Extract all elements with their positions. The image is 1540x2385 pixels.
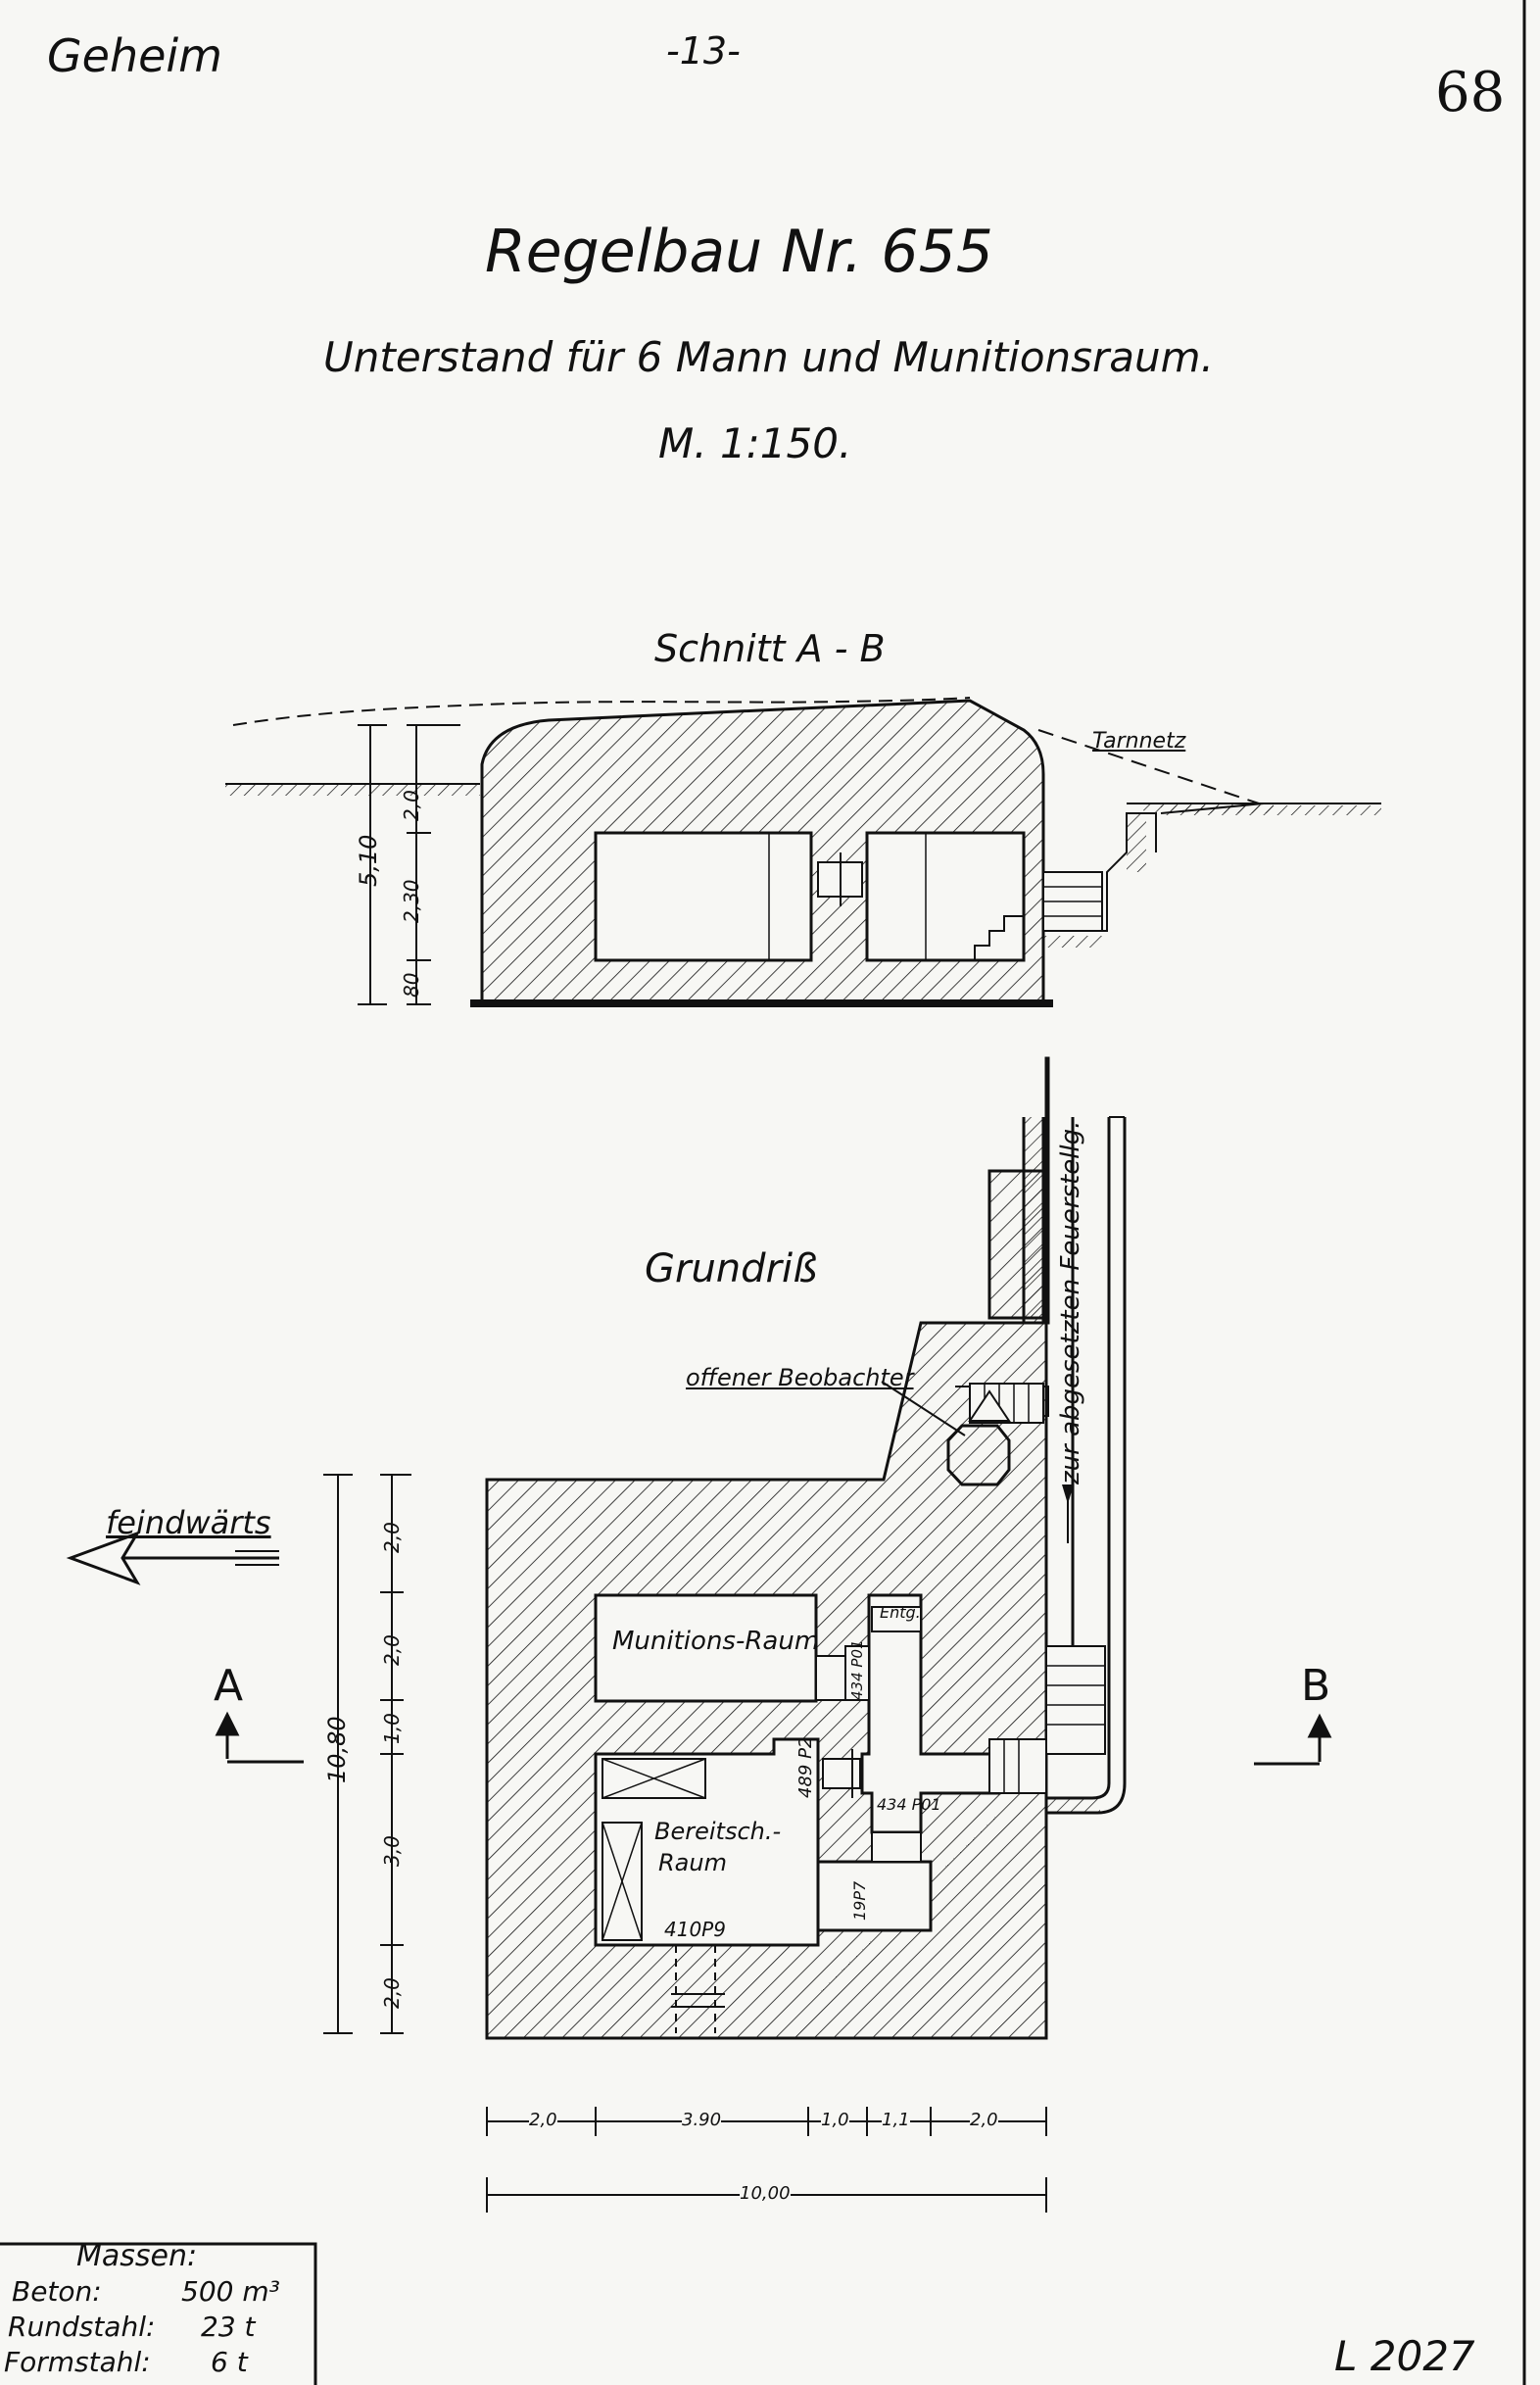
marker-a: A — [214, 1661, 244, 1711]
plan-dim-v3: 1,0 — [380, 1713, 404, 1744]
masses-row-value: 500 m³ — [181, 2275, 280, 2308]
bereitschaft-label-2: Raum — [658, 1849, 727, 1876]
plan-dim-total-vertical: 10,80 — [323, 1716, 351, 1783]
plan-trench — [987, 1116, 1127, 1815]
section-marker-b — [1254, 1713, 1332, 1766]
plan-dim-v5: 2,0 — [380, 1977, 404, 2009]
section-dim-room: 2,30 — [400, 879, 423, 923]
feuerstellung-label: zur abgesetzten Feuerstellg. — [1056, 1120, 1085, 1485]
plan-dim-total-horizontal: 10,00 — [740, 2183, 791, 2204]
bereitschaft-label-1: Bereitsch.- — [654, 1818, 782, 1845]
entg-label: Entg. — [880, 1603, 921, 1622]
plan-dim-v1: 2,0 — [380, 1522, 404, 1553]
section-dim-top: 2,0 — [400, 790, 423, 821]
plan-dim-h3: 1,0 — [821, 2110, 849, 2130]
masses-row-label: Formstahl: — [4, 2346, 151, 2378]
drawing-title: Regelbau Nr. 655 — [485, 218, 993, 286]
door-code-1: 434 P01 — [848, 1639, 866, 1700]
plan-view — [66, 1056, 1332, 2213]
drawing-scale: M. 1:150. — [658, 419, 852, 467]
section-view — [225, 697, 1381, 1007]
plan-observer — [946, 1383, 1049, 1486]
plan-dim-h2: 3.90 — [682, 2110, 722, 2130]
door-code-5: 410P9 — [664, 1918, 726, 1941]
marker-b: B — [1301, 1661, 1331, 1711]
plan-dim-h4: 1,1 — [882, 2110, 910, 2130]
plan-corridor — [860, 1593, 1001, 1834]
door-code-3: 434 P01 — [877, 1795, 941, 1814]
munitions-room-label: Munitions-Raum — [612, 1627, 820, 1656]
enemy-arrow — [66, 1531, 279, 1585]
observer-label: offener Beobachter — [686, 1364, 914, 1391]
plan-bereitschaft-room — [594, 1737, 820, 1947]
plan-dim-v4: 3,0 — [380, 1835, 404, 1867]
plan-dim-v2: 2,0 — [380, 1634, 404, 1666]
section-room-bereitschaft — [865, 831, 1026, 962]
classification-label: Geheim — [47, 29, 222, 82]
masses-box — [0, 2242, 317, 2385]
page-number: -13- — [666, 29, 741, 73]
plan-munitions-room — [594, 1593, 818, 1703]
plan-label: Grundriß — [645, 1246, 818, 1291]
masses-row-label: Rundstahl: — [8, 2311, 156, 2343]
plan-dim-vertical — [323, 1474, 411, 2034]
plan-dim-h1: 2,0 — [529, 2110, 557, 2130]
plan-dim-h5: 2,0 — [970, 2110, 998, 2130]
masses-row-label: Beton: — [12, 2275, 102, 2308]
masses-row-value: 23 t — [201, 2311, 256, 2343]
door-code-4: 19P7 — [850, 1880, 869, 1921]
section-stairs — [1042, 812, 1157, 948]
door-code-2: 489 P2 — [795, 1736, 816, 1798]
enemy-direction-label: feindwärts — [106, 1504, 271, 1541]
masses-row-value: 6 t — [211, 2346, 248, 2378]
section-label: Schnitt A - B — [654, 627, 886, 670]
section-room-munition — [594, 831, 813, 962]
tarnnetz-label: Tarnnetz — [1092, 729, 1186, 754]
drawing-subtitle: Unterstand für 6 Mann und Munitionsraum. — [323, 333, 1214, 381]
section-dim-total: 5,10 — [355, 834, 382, 887]
masses-title: Massen: — [76, 2239, 198, 2273]
plan-small-room — [816, 1860, 933, 1932]
sheet-number: 68 — [1435, 61, 1506, 124]
section-marker-a — [215, 1711, 304, 1764]
section-dim-base: 80 — [400, 972, 423, 998]
drawing-code: L 2027 — [1334, 2332, 1475, 2380]
